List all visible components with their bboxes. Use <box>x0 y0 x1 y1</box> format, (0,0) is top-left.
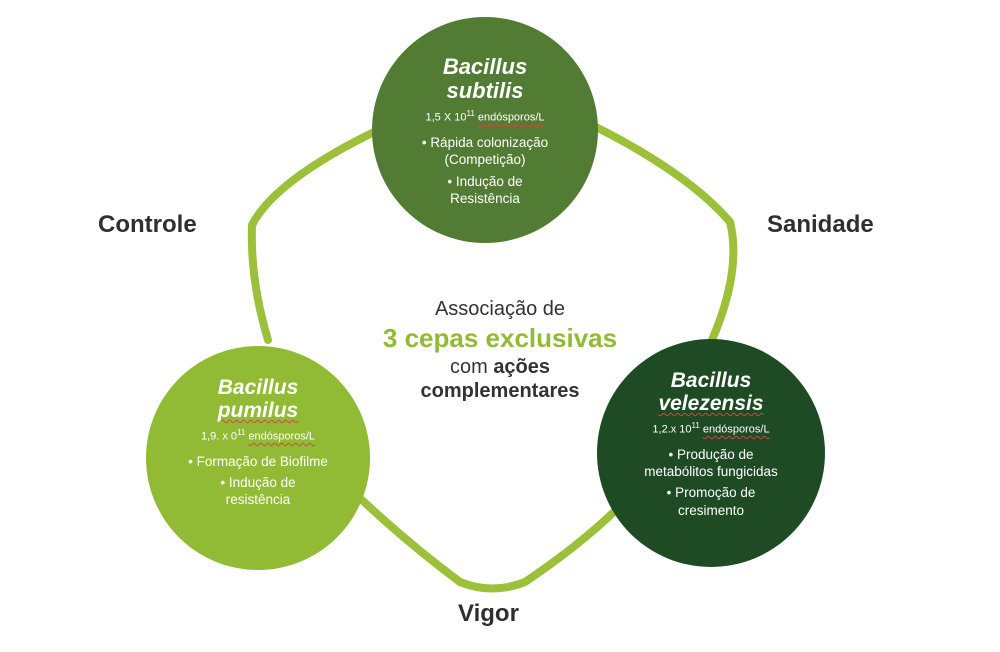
item-text: Formação de Biofilme <box>188 453 328 470</box>
conc-unit: endósporos/L <box>248 430 316 443</box>
item-text-cont: (Competição) <box>444 152 526 168</box>
strain-species: subtilis <box>446 78 524 104</box>
strain-species: pumilus <box>217 399 299 423</box>
center-line-3-bold: ações <box>493 356 551 378</box>
item-text-cont: Resistência <box>450 190 520 206</box>
center-highlight: 3 cepas exclusivas <box>382 323 618 353</box>
circle-bacillus-velezensis: Bacillus velezensis 1,2.x 1011 endósporo… <box>597 339 825 567</box>
item-text-cont: resistência <box>225 492 291 508</box>
conc-exponent: 11 <box>466 109 475 119</box>
center-line-3-prefix: com <box>449 356 488 378</box>
center-line-1: Associação de <box>434 298 566 320</box>
conc-exponent: 11 <box>237 428 246 438</box>
strain-concentration: 1,5 X 1011 endósporos/L <box>425 109 544 124</box>
strain-name: Bacillus pumilus <box>218 376 299 422</box>
center-line-3: com ações <box>340 356 660 379</box>
item-text: Indução de <box>422 173 548 190</box>
label-vigor: Vigor <box>458 600 519 627</box>
conc-value: 1,9. x 0 <box>200 430 238 443</box>
item-text-cont: metabólitos fungicidas <box>644 464 778 480</box>
item-text: Promoção de <box>644 484 778 501</box>
strain-concentration: 1,2.x 1011 endósporos/L <box>652 421 769 436</box>
circle-bacillus-subtilis: Bacillus subtilis 1,5 X 1011 endósporos/… <box>372 17 598 243</box>
item-text: Indução de <box>188 474 328 491</box>
item-text-cont: cresimento <box>677 502 744 518</box>
label-controle: Controle <box>98 211 197 238</box>
strain-benefits: Rápida colonização (Competição) Indução … <box>422 130 548 207</box>
list-item: Formação de Biofilme <box>188 453 328 470</box>
list-item: Indução de resistência <box>188 474 328 509</box>
conc-unit: endósporos/L <box>702 423 770 436</box>
item-text: Rápida colonização <box>422 134 548 151</box>
item-text: Produção de <box>644 446 778 463</box>
connector-path <box>247 124 738 593</box>
strain-benefits: Produção de metabólitos fungicidas Promo… <box>644 442 778 519</box>
list-item: Promoção de cresimento <box>644 484 778 519</box>
strain-concentration: 1,9. x 011 endósporos/L <box>201 428 315 443</box>
strain-genus: Bacillus <box>442 54 528 79</box>
center-line-4: complementares <box>420 380 580 402</box>
strain-genus: Bacillus <box>670 369 752 392</box>
label-sanidade: Sanidade <box>767 211 874 238</box>
strain-name: Bacillus velezensis <box>658 369 763 415</box>
list-item: Indução de Resistência <box>422 173 548 208</box>
conc-exponent: 11 <box>691 421 700 431</box>
circle-bacillus-pumilus: Bacillus pumilus 1,9. x 011 endósporos/L… <box>146 346 370 570</box>
conc-value: 1,5 X 10 <box>425 112 467 125</box>
list-item: Rápida colonização (Competição) <box>422 134 548 169</box>
strain-species: velezensis <box>658 392 764 416</box>
center-message: Associação de 3 cepas exclusivas com açõ… <box>340 298 660 403</box>
list-item: Produção de metabólitos fungicidas <box>644 446 778 481</box>
strain-benefits: Formação de Biofilme Indução de resistên… <box>188 449 328 509</box>
conc-unit: endósporos/L <box>477 112 545 125</box>
conc-value: 1,2.x 10 <box>652 423 692 436</box>
strain-genus: Bacillus <box>217 376 299 399</box>
strain-name: Bacillus subtilis <box>442 54 528 104</box>
